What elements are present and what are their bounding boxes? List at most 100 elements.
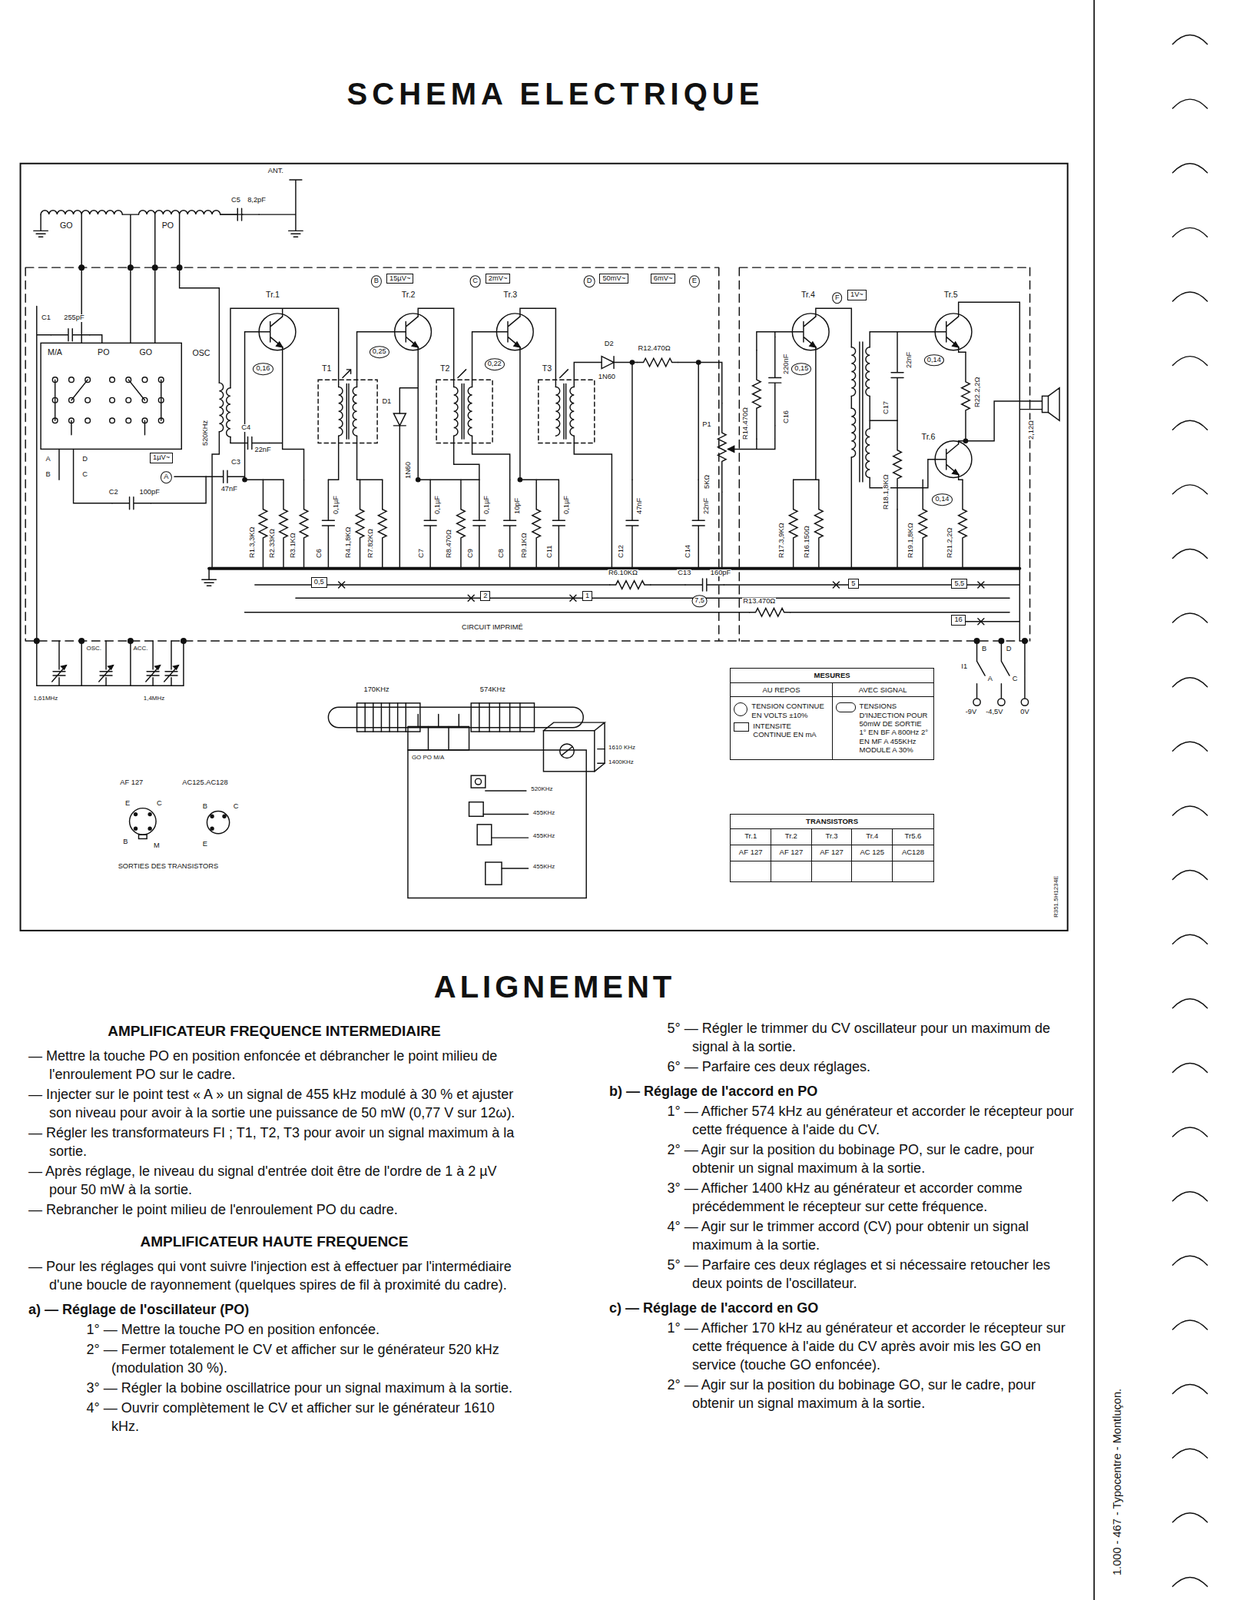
component-label: AC125.AC128 bbox=[181, 778, 229, 787]
component-label: 100pF bbox=[139, 488, 161, 497]
detector-stage bbox=[570, 386, 574, 436]
component-label: -9V bbox=[964, 708, 978, 716]
measure-value: B bbox=[371, 275, 382, 288]
band-switch bbox=[109, 417, 116, 424]
text-column: AMPLIFICATEUR FREQUENCE INTERMEDIAIRE — M… bbox=[28, 1018, 521, 1437]
power-switch bbox=[973, 640, 1029, 706]
driver-stage bbox=[793, 308, 852, 480]
component-label: R7.82KΩ bbox=[367, 527, 375, 559]
layout-sketch bbox=[357, 702, 421, 732]
transistor-pinout bbox=[206, 811, 229, 834]
table-cell-text: Tr.3 bbox=[825, 831, 839, 840]
component-label: GO bbox=[59, 221, 74, 230]
component-label: 22nF bbox=[254, 446, 272, 455]
output-stage bbox=[961, 351, 971, 441]
layout-sketch bbox=[560, 743, 575, 759]
component-label: Tr.6 bbox=[921, 432, 937, 441]
procedure-heading: a) — Réglage de l'oscillateur (PO) bbox=[28, 1299, 521, 1319]
table-cell: TENSIONS D'INJECTION POUR 50mW DE SORTIE… bbox=[831, 696, 934, 759]
component-label: T1 bbox=[321, 364, 332, 373]
printed-circuit-lines bbox=[749, 607, 791, 617]
component-label: C4 bbox=[240, 424, 252, 432]
if-stage-2 bbox=[457, 369, 467, 439]
junction-dot bbox=[147, 812, 152, 816]
measure-box: 5,5 bbox=[951, 578, 968, 590]
band-switch bbox=[36, 306, 103, 641]
component-label: D bbox=[81, 455, 89, 464]
procedure-step: 3° — Régler la bobine oscillatrice pour … bbox=[28, 1378, 521, 1397]
component-label: C bbox=[81, 470, 89, 479]
antenna-coil bbox=[288, 230, 304, 237]
table-row: TENSION CONTINUE EN VOLTS ±10%INTENSITE … bbox=[730, 696, 933, 759]
component-label: Tr.4 bbox=[800, 290, 816, 299]
instruction-item: — Mettre la touche PO en position enfonc… bbox=[28, 1046, 521, 1084]
layout-sketch bbox=[417, 714, 459, 750]
component-label: 0,1µF bbox=[563, 494, 571, 515]
junction-dot bbox=[78, 637, 85, 644]
driver-stage bbox=[851, 341, 870, 569]
table-grid: Tr.1Tr.2Tr.3Tr.4Tr5.6AF 127AF 127AF 127A… bbox=[730, 828, 933, 882]
table-box: MESURESAU REPOSAVEC SIGNALTENSION CONTIN… bbox=[729, 667, 934, 760]
component-label: 1N60 bbox=[597, 373, 617, 382]
instruction-item: — Après réglage, le niveau du signal d'e… bbox=[28, 1161, 521, 1199]
printed-circuit-lines bbox=[977, 618, 985, 625]
component-label: AF 127 bbox=[119, 778, 144, 787]
band-switch bbox=[142, 377, 148, 383]
table-cell bbox=[892, 861, 934, 882]
component-label: SORTIES DES TRANSISTORS bbox=[117, 862, 220, 871]
printed-circuit-lines bbox=[245, 584, 1021, 622]
oscillator-stage bbox=[226, 387, 231, 438]
procedure-heading: b) — Réglage de l'accord en PO bbox=[609, 1081, 1080, 1101]
band-switch bbox=[50, 328, 90, 342]
table-cell-text: Tr5.6 bbox=[904, 831, 922, 840]
if-stage-2 bbox=[520, 308, 559, 480]
if-stage-1 bbox=[399, 308, 480, 568]
transistor-pinout bbox=[129, 808, 230, 839]
detector-stage bbox=[728, 445, 735, 452]
board-outline bbox=[25, 267, 1030, 641]
layout-sketch bbox=[364, 702, 521, 732]
component-label: 520KHz bbox=[530, 785, 554, 793]
table-cell: Tr5.6 bbox=[892, 828, 934, 846]
junction-dot bbox=[997, 637, 1005, 644]
instruction-item: — Régler les transformateurs FI ; T1, T2… bbox=[28, 1123, 521, 1161]
table-heading: MESURES bbox=[814, 670, 851, 680]
component-label: 255pF bbox=[62, 314, 85, 322]
tuning-capacitor bbox=[99, 665, 114, 682]
junction-dot bbox=[209, 814, 214, 819]
printed-circuit-lines bbox=[609, 580, 651, 590]
component-label: B bbox=[202, 802, 209, 811]
component-label: C6 bbox=[315, 547, 324, 559]
printed-circuit-lines bbox=[977, 581, 985, 588]
if-stage-2 bbox=[503, 479, 517, 568]
tuning-capacitor bbox=[52, 665, 67, 682]
antenna-coil bbox=[40, 214, 243, 268]
measure-value: C bbox=[469, 275, 481, 288]
oscillator-stage bbox=[279, 479, 289, 568]
component-label: 0,1µF bbox=[434, 494, 442, 515]
measure-box: 2mV~ bbox=[485, 273, 511, 285]
oscillator-stage bbox=[258, 313, 296, 351]
table-cell-text: AF 127 bbox=[819, 847, 844, 856]
component-label: C13 bbox=[676, 569, 692, 577]
section-subheading: AMPLIFICATEUR FREQUENCE INTERMEDIAIRE bbox=[28, 1021, 521, 1041]
if-stage-1 bbox=[321, 479, 335, 568]
if-stage-2 bbox=[552, 479, 565, 568]
junction-dot bbox=[517, 477, 524, 483]
table-cell bbox=[730, 861, 772, 882]
table-cell-text: TENSION CONTINUE EN VOLTS ±10% bbox=[751, 701, 829, 720]
component-label: ACC. bbox=[132, 645, 150, 652]
junction-dot bbox=[415, 477, 421, 483]
driver-stage bbox=[865, 428, 870, 478]
instruction-item: — Pour les réglages qui vont suivre l'in… bbox=[28, 1256, 521, 1294]
table-cell-text: INTENSITE CONTINUE EN mA bbox=[752, 721, 829, 740]
oscillator-stage bbox=[299, 479, 309, 568]
procedure-step: 1° — Mettre la touche PO en position enf… bbox=[28, 1319, 521, 1339]
component-label: 170KHz bbox=[363, 686, 391, 694]
detector-stage bbox=[637, 357, 679, 367]
antenna-coil bbox=[40, 210, 123, 215]
component-label: C3 bbox=[230, 458, 242, 467]
junction-dot bbox=[629, 359, 636, 365]
oscillator-stage bbox=[174, 308, 339, 480]
component-label: R22.2,2Ω bbox=[974, 375, 982, 408]
